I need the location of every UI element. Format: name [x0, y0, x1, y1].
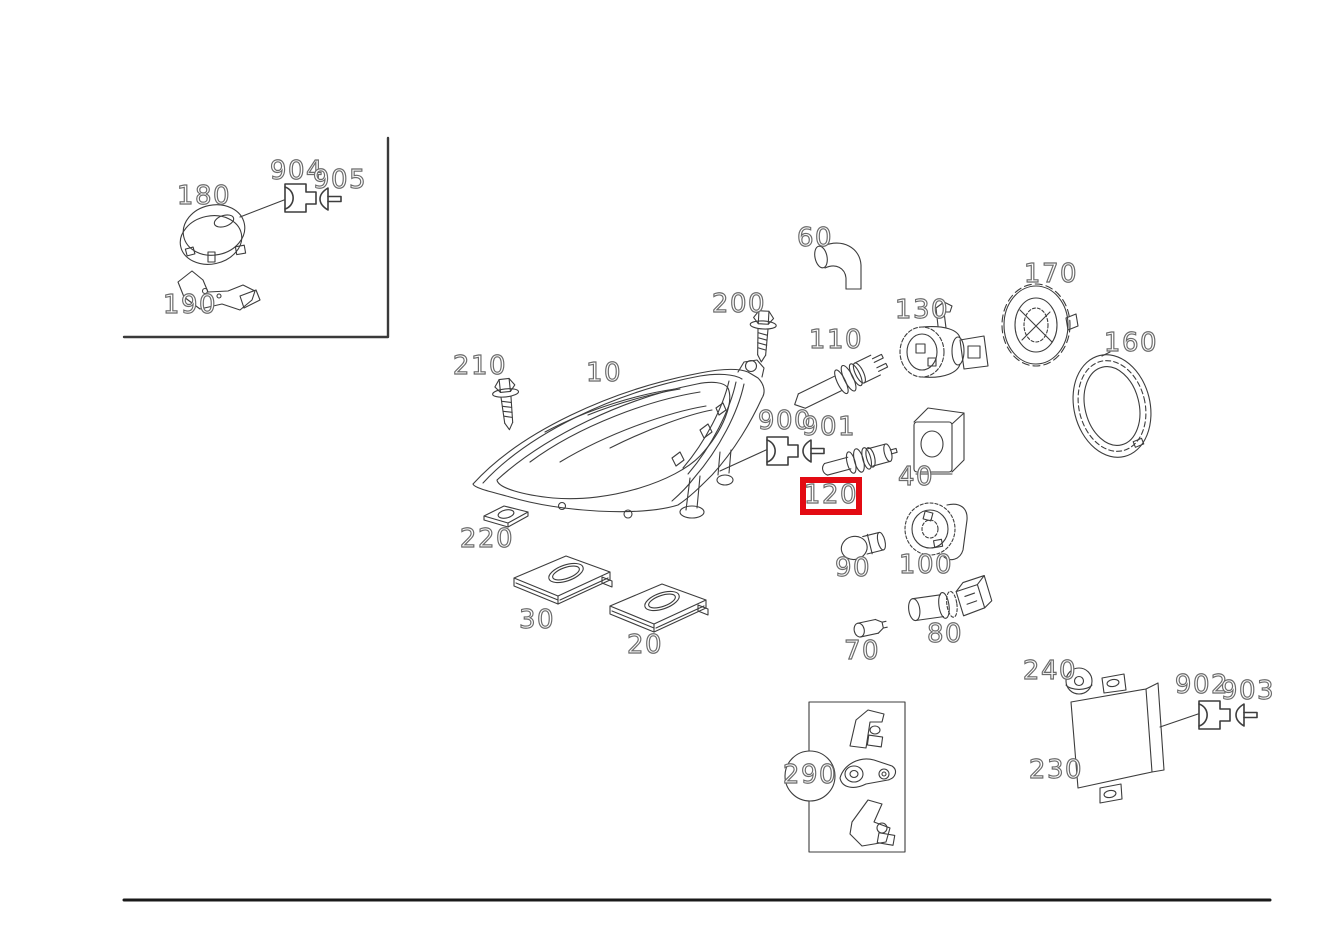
cap-170[interactable] [1001, 283, 1079, 367]
part-label-30[interactable]: 30 [518, 605, 556, 635]
control-unit-20[interactable] [609, 583, 709, 633]
part-label-20[interactable]: 20 [626, 630, 664, 660]
control-unit-30[interactable] [513, 555, 613, 605]
part-label-230[interactable]: 230 [1028, 755, 1084, 785]
cover-box-40[interactable] [913, 407, 965, 475]
highlight-box-120 [800, 477, 862, 515]
part-label-905[interactable]: 905 [312, 165, 368, 195]
part-label-170[interactable]: 170 [1023, 259, 1079, 289]
elbow-cover-60[interactable] [813, 242, 862, 290]
part-label-190[interactable]: 190 [162, 290, 218, 320]
connector-symbol-900[interactable] [766, 436, 799, 466]
part-label-160[interactable]: 160 [1103, 328, 1159, 358]
part-label-180[interactable]: 180 [176, 181, 232, 211]
part-label-10[interactable]: 10 [585, 358, 623, 388]
part-label-100[interactable]: 100 [898, 550, 954, 580]
part-label-902[interactable]: 902 [1174, 670, 1230, 700]
connector-symbol-903[interactable] [1235, 703, 1258, 727]
leader-line-902 [1159, 713, 1199, 728]
part-label-40[interactable]: 40 [897, 462, 935, 492]
leader-line-900 [719, 449, 767, 472]
connector-symbol-904[interactable] [284, 183, 317, 213]
part-label-90[interactable]: 90 [834, 553, 872, 583]
bulb-90[interactable] [839, 529, 888, 562]
part-label-900[interactable]: 900 [757, 406, 813, 436]
part-label-290[interactable]: 290 [782, 760, 838, 790]
seal-ring-160[interactable] [1063, 346, 1162, 465]
part-label-240[interactable]: 240 [1022, 656, 1078, 686]
part-label-210[interactable]: 210 [452, 351, 508, 381]
part-drawing-headlamp-10[interactable] [472, 359, 765, 519]
part-label-903[interactable]: 903 [1220, 676, 1276, 706]
part-drawing-bracket-190[interactable] [177, 270, 261, 311]
part-label-80[interactable]: 80 [926, 619, 964, 649]
part-label-70[interactable]: 70 [843, 636, 881, 666]
part-label-901[interactable]: 901 [801, 412, 857, 442]
inset-corner-border [122, 136, 390, 339]
bulb-110[interactable] [789, 348, 891, 417]
bulb-120-highlighted[interactable] [820, 439, 900, 482]
connector-symbol-901[interactable] [802, 439, 825, 463]
part-label-904[interactable]: 904 [269, 156, 325, 186]
part-label-130[interactable]: 130 [894, 295, 950, 325]
bulb-socket-100[interactable] [904, 502, 968, 561]
clip-nut-220[interactable] [483, 505, 529, 528]
control-module-230[interactable] [1070, 673, 1165, 804]
grommet-240[interactable] [1065, 667, 1093, 695]
bulb-socket-80[interactable] [905, 575, 993, 623]
part-label-120-highlighted[interactable]: 120 [803, 480, 859, 510]
part-drawing-sensor-180[interactable] [176, 199, 250, 270]
part-label-200[interactable]: 200 [711, 289, 767, 319]
part-label-110[interactable]: 110 [808, 325, 864, 355]
screw-210[interactable] [490, 377, 523, 432]
repair-kit-290[interactable] [784, 701, 906, 853]
bulb-holder-130[interactable] [899, 301, 989, 378]
part-label-60[interactable]: 60 [796, 223, 834, 253]
leader-line-904 [239, 199, 285, 218]
callout-circle-290 [784, 750, 836, 802]
bulb-70[interactable] [853, 617, 888, 638]
part-label-220[interactable]: 220 [459, 524, 515, 554]
